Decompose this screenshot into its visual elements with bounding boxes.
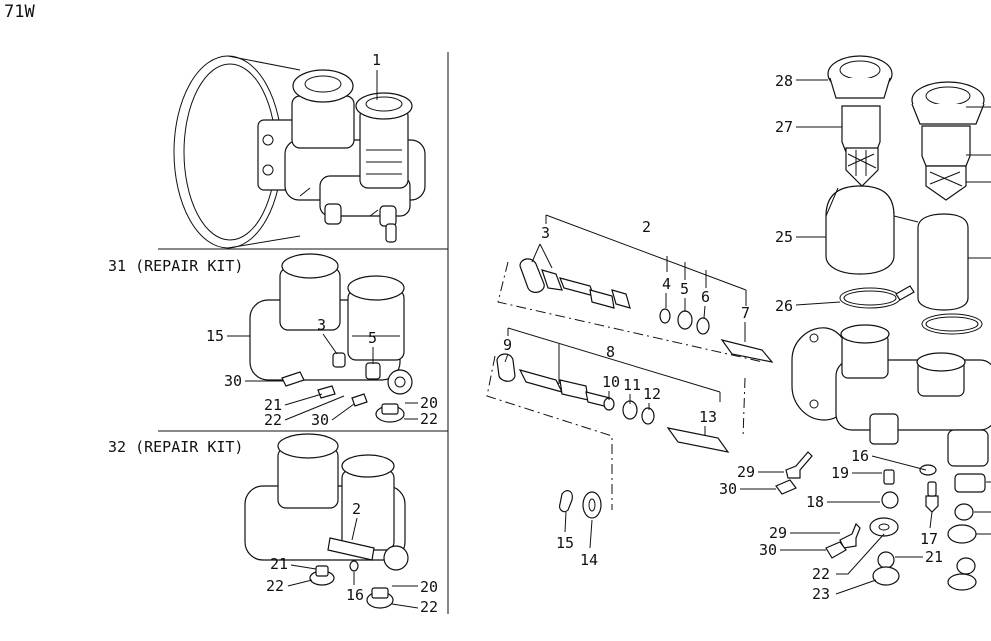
repair-kit-31-callouts: 15 3 5 30 21 22 30 20 22 bbox=[206, 316, 438, 429]
repair-kit-31-cylinder bbox=[249, 253, 413, 423]
callout-number-p31_22a: 22 bbox=[264, 411, 282, 429]
callout-number-m3: 3 bbox=[541, 224, 550, 242]
callout-number-p32_22a: 22 bbox=[266, 577, 284, 595]
callout-number-p31_30b: 30 bbox=[311, 411, 329, 429]
callout-number-r25: 25 bbox=[775, 228, 793, 246]
callout-number-r17: 17 bbox=[920, 530, 938, 548]
small-parts-right bbox=[775, 451, 986, 591]
callout-number-p32_16: 16 bbox=[346, 586, 364, 604]
callout-number-p31_21: 21 bbox=[264, 396, 282, 414]
callout-number-p31_20: 20 bbox=[420, 394, 438, 412]
seal-parts: 15 14 bbox=[556, 490, 602, 569]
callout-number-r29b: 29 bbox=[769, 524, 787, 542]
callout-number-r18: 18 bbox=[806, 493, 824, 511]
strainer-27 bbox=[841, 105, 971, 201]
right-callouts: 28 27 25 26 16 19 29 30 18 29 30 17 21 2… bbox=[719, 72, 943, 603]
diagram-code: 71W bbox=[4, 2, 35, 22]
callout-number-m8: 8 bbox=[606, 343, 615, 361]
callout-number-m12: 12 bbox=[643, 385, 661, 403]
callout-number-m4: 4 bbox=[662, 275, 671, 293]
piston-kit-upper-callouts: 2 3 4 5 6 7 bbox=[531, 214, 750, 342]
callout-number-p31_30a: 30 bbox=[224, 372, 242, 390]
callout-number-m5: 5 bbox=[680, 280, 689, 298]
callout-number-r22: 22 bbox=[812, 565, 830, 583]
callout-number-m9: 9 bbox=[503, 336, 512, 354]
repair-kit-32-callouts: 2 21 22 16 20 22 bbox=[266, 500, 438, 616]
callout-number-m14: 14 bbox=[580, 551, 598, 569]
piston-kit-lower-callouts: 8 9 10 11 12 13 bbox=[503, 327, 721, 436]
clamp-26 bbox=[839, 285, 983, 335]
repair-kit-31-label: 31 (REPAIR KIT) bbox=[108, 257, 243, 275]
callout-number-p32_2: 2 bbox=[352, 500, 361, 518]
repair-kit-32-label: 32 (REPAIR KIT) bbox=[108, 438, 243, 456]
callout-number-r30a: 30 bbox=[719, 480, 737, 498]
callout-number-m10: 10 bbox=[602, 373, 620, 391]
callout-number-m13: 13 bbox=[699, 408, 717, 426]
cylinder-body-right bbox=[791, 324, 991, 467]
callout-number-m11: 11 bbox=[623, 376, 641, 394]
callout-number-r19: 19 bbox=[831, 464, 849, 482]
right-leader-lines bbox=[966, 106, 991, 535]
callout-number-r30b: 30 bbox=[759, 541, 777, 559]
master-cylinder-assembly bbox=[173, 55, 426, 249]
piston-kit-upper bbox=[497, 258, 774, 363]
callout-number-p31_15: 15 bbox=[206, 327, 224, 345]
callout-number-m2: 2 bbox=[642, 218, 651, 236]
callout-number-r29a: 29 bbox=[737, 463, 755, 481]
callout-number-p32_20: 20 bbox=[420, 578, 438, 596]
callout-number-p31_3: 3 bbox=[317, 316, 326, 334]
panel-frame bbox=[158, 52, 449, 614]
callout-number-m15: 15 bbox=[556, 534, 574, 552]
callout-number-r16: 16 bbox=[851, 447, 869, 465]
callout-1: 1 bbox=[372, 51, 381, 100]
callout-number-p32_22b: 22 bbox=[420, 598, 438, 616]
callout-number-c1: 1 bbox=[372, 51, 381, 69]
reservoir-cap-28-right bbox=[911, 81, 985, 125]
callout-number-p31_5: 5 bbox=[368, 329, 377, 347]
callout-number-r26: 26 bbox=[775, 297, 793, 315]
callout-number-r27: 27 bbox=[775, 118, 793, 136]
piston-kit-lower bbox=[486, 353, 746, 510]
callout-number-m7: 7 bbox=[741, 304, 750, 322]
callout-number-r21: 21 bbox=[925, 548, 943, 566]
reservoir-25 bbox=[825, 185, 969, 311]
reservoir-cap-28 bbox=[827, 55, 893, 99]
callout-number-r28: 28 bbox=[775, 72, 793, 90]
repair-kit-32-cylinder bbox=[244, 433, 409, 609]
callout-number-p32_21: 21 bbox=[270, 555, 288, 573]
callout-number-m6: 6 bbox=[701, 288, 710, 306]
callout-number-p31_22b: 22 bbox=[420, 410, 438, 428]
callout-number-r23: 23 bbox=[812, 585, 830, 603]
